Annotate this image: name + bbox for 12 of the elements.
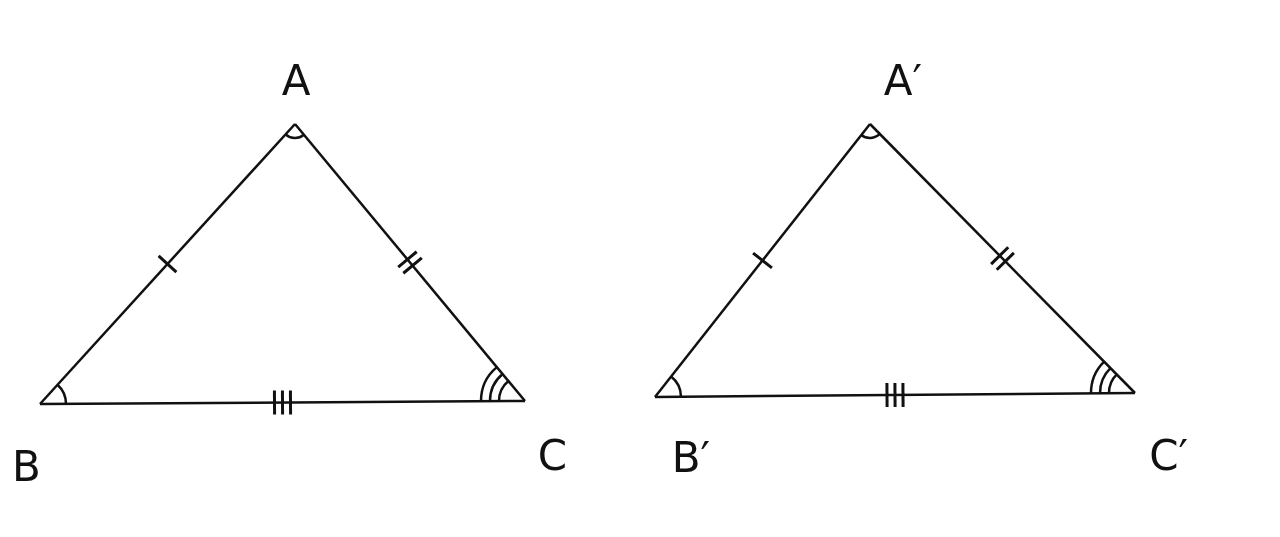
triangle-side [655,391,1135,399]
vertex-label: B [12,446,41,488]
triangle-side [294,123,526,402]
vertex-label: A′ [883,60,922,102]
triangle-side [39,123,296,405]
vertex-label: C [537,435,567,477]
vertex-label: B′ [671,437,710,479]
triangle-side [869,123,1136,394]
triangle-side [40,399,525,406]
triangle-side [654,123,871,398]
vertex-label: A [281,60,311,102]
vertex-label: C′ [1149,435,1188,477]
